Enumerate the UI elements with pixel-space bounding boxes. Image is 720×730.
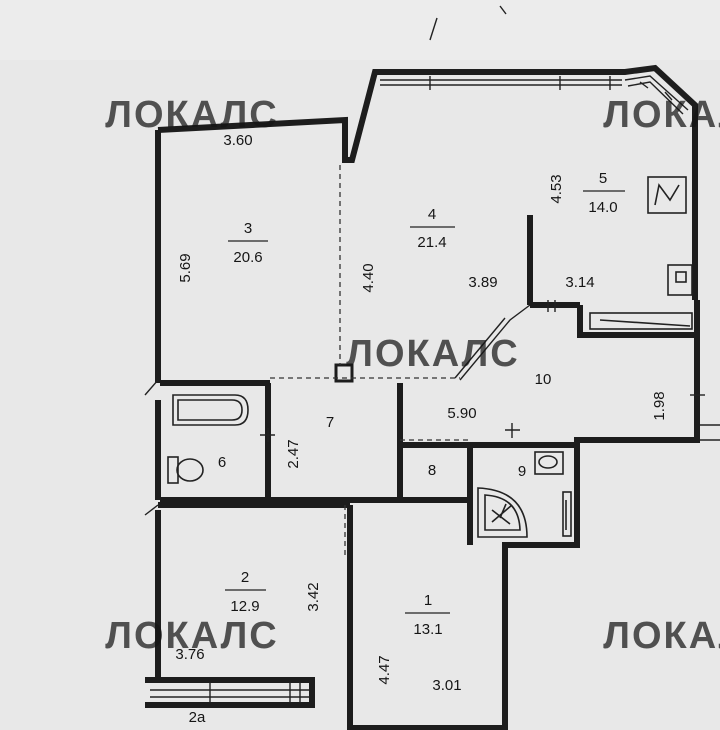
dimension-label: 5.90 [447, 405, 476, 422]
room-labels: 3 20.6 4 21.4 5 14.0 6 7 8 9 10 2 12.9 1… [189, 170, 625, 726]
stove [647, 176, 687, 214]
paper-top-band [0, 0, 720, 60]
dimension-label: 3.89 [468, 274, 497, 291]
dimension-label: 1.98 [651, 391, 668, 420]
room-3-area: 20.6 [233, 249, 262, 266]
room-9-number: 9 [518, 463, 526, 480]
wardrobe [589, 312, 693, 330]
room-2-area: 12.9 [230, 598, 259, 615]
watermark-text: ЛОКАЛС [105, 94, 278, 136]
room-4-area: 21.4 [417, 234, 446, 251]
sink [562, 491, 572, 537]
door-marks [144, 300, 720, 516]
room-2a-number: 2a [189, 709, 206, 726]
watermarks: ЛОКАЛС ЛОКАЛС ЛОКАЛС ЛОКАЛС ЛОКАЛС [105, 94, 720, 657]
shower [477, 487, 528, 538]
room-5-area: 14.0 [588, 199, 617, 216]
kitchen-counter [667, 264, 693, 296]
dimension-label: 3.60 [223, 132, 252, 149]
bottom-window [150, 682, 310, 703]
watermark-text: ЛОКАЛС [603, 615, 720, 657]
watermark-text: ЛОКАЛС [105, 615, 278, 657]
pen-mark [429, 17, 438, 41]
room-1-number: 1 [424, 592, 432, 609]
dimension-label: 4.40 [360, 263, 377, 292]
room-4-number: 4 [428, 206, 436, 223]
room-7-number: 7 [326, 414, 334, 431]
top-window [380, 75, 689, 115]
toilet [167, 456, 204, 484]
interior-walls [158, 215, 697, 555]
room-1-area: 13.1 [413, 621, 442, 638]
room-3-number: 3 [244, 220, 252, 237]
pen-mark [499, 5, 507, 15]
dimension-label: 2.47 [285, 439, 302, 468]
room-10-number: 10 [535, 371, 552, 388]
room-6-number: 6 [218, 454, 226, 471]
dimension-label: 3.76 [175, 646, 204, 663]
toilet [534, 451, 564, 475]
watermark-text: ЛОКАЛС [603, 94, 720, 136]
exterior-walls [145, 64, 700, 730]
dimension-label: 5.69 [177, 253, 194, 282]
room-2-number: 2 [241, 569, 249, 586]
dimension-label: 3.01 [432, 677, 461, 694]
room-5-number: 5 [599, 170, 607, 187]
dimension-label: 3.42 [305, 582, 322, 611]
dimension-labels: 3.60 5.69 4.40 3.89 4.53 3.14 5.90 1.98 … [175, 132, 668, 694]
dimension-label: 3.14 [565, 274, 594, 291]
watermark-text: ЛОКАЛС [346, 333, 519, 375]
room-8-number: 8 [428, 462, 436, 479]
dimension-label: 4.47 [376, 655, 393, 684]
dimension-label: 4.53 [548, 174, 565, 203]
bathtub [172, 394, 249, 426]
dashed-partitions [270, 165, 470, 555]
